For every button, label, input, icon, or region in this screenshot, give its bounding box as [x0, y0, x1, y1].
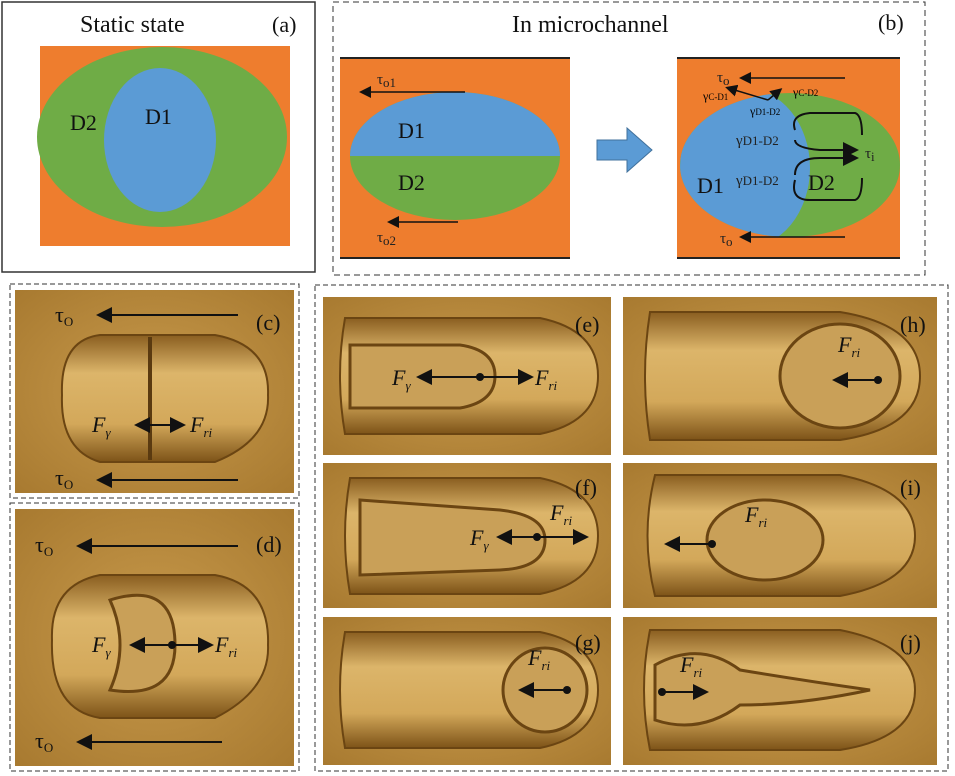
panel-a: Static state (a) D2 D1: [1, 1, 316, 273]
label-f-gamma: Fγ: [91, 412, 111, 440]
label-tau-o: τO: [35, 532, 53, 559]
panel-e-tag: (e): [575, 312, 599, 337]
panel-d: (d) τO τO Fγ Fri: [9, 502, 300, 772]
label-d1: D1: [145, 104, 172, 129]
panel-a-tag: (a): [272, 12, 296, 37]
panel-f: (f) Fγ Fri: [323, 463, 611, 608]
panel-f-tag: (f): [575, 475, 597, 500]
label-gamma-c-d2: γC-D2: [792, 85, 818, 99]
label-tau-o2: τo2: [377, 230, 396, 248]
label-f-ri: Fri: [527, 645, 551, 673]
transition-arrow-icon: [596, 126, 653, 174]
label-tau-o: τO: [55, 302, 73, 329]
label-f-gamma: Fγ: [391, 365, 411, 393]
label-f-ri: Fri: [549, 500, 573, 528]
panel-b-tag: (b): [878, 10, 904, 35]
panel-h-tag: (h): [900, 312, 926, 337]
label-f-ri: Fri: [744, 502, 768, 530]
label-f-ri: Fri: [534, 365, 558, 393]
label-f-ri: Fri: [837, 332, 861, 360]
droplet-d1: [104, 68, 216, 212]
label-d1: D1: [697, 173, 724, 198]
droplet-d1: [350, 92, 560, 156]
panel-j: (j) Fri: [623, 617, 937, 765]
label-d2: D2: [398, 170, 425, 195]
panel-g-tag: (g): [575, 630, 601, 655]
panel-h: (h) Fri: [623, 297, 937, 455]
panel-e: (e) Fγ Fri: [323, 297, 611, 455]
droplet-d1: [680, 93, 810, 237]
panel-i: (i) Fri: [623, 463, 937, 608]
label-tau-o1: τo1: [377, 72, 396, 90]
label-d1: D1: [398, 118, 425, 143]
label-f-gamma: Fγ: [469, 525, 489, 553]
label-d2: D2: [70, 110, 97, 135]
label-d2: D2: [808, 170, 835, 195]
panel-a-title: Static state: [80, 12, 185, 38]
panel-c-tag: (c): [256, 310, 280, 335]
panel-i-tag: (i): [900, 475, 921, 500]
label-gamma-c-d1: γC-D1: [702, 89, 728, 103]
label-f-gamma: Fγ: [91, 632, 111, 660]
label-gamma-d1-d2-mid: γD1-D2: [735, 133, 779, 149]
label-tau-o-top: τo: [717, 70, 730, 88]
label-tau-o-bottom: τo: [720, 231, 733, 249]
label-gamma-d1-d2-top: γD1-D2: [749, 104, 780, 118]
label-tau-o: τO: [55, 465, 73, 492]
panel-j-tag: (j): [900, 630, 921, 655]
label-tau-o: τO: [35, 728, 53, 755]
label-gamma-d1-d2-low: γD1-D2: [735, 173, 779, 189]
label-f-ri: Fri: [189, 412, 213, 440]
panel-b: In microchannel (b) D1 D2 τo1 τo2 τo τo …: [332, 1, 926, 276]
panel-c: (c) τO τO Fγ Fri: [9, 283, 300, 499]
label-tau-i: τi: [865, 146, 875, 164]
panel-d-tag: (d): [256, 532, 282, 557]
label-f-ri: Fri: [214, 632, 238, 660]
panel-g: (g) Fri: [323, 617, 611, 765]
panel-b-title: In microchannel: [512, 12, 669, 38]
label-f-ri: Fri: [679, 652, 703, 680]
